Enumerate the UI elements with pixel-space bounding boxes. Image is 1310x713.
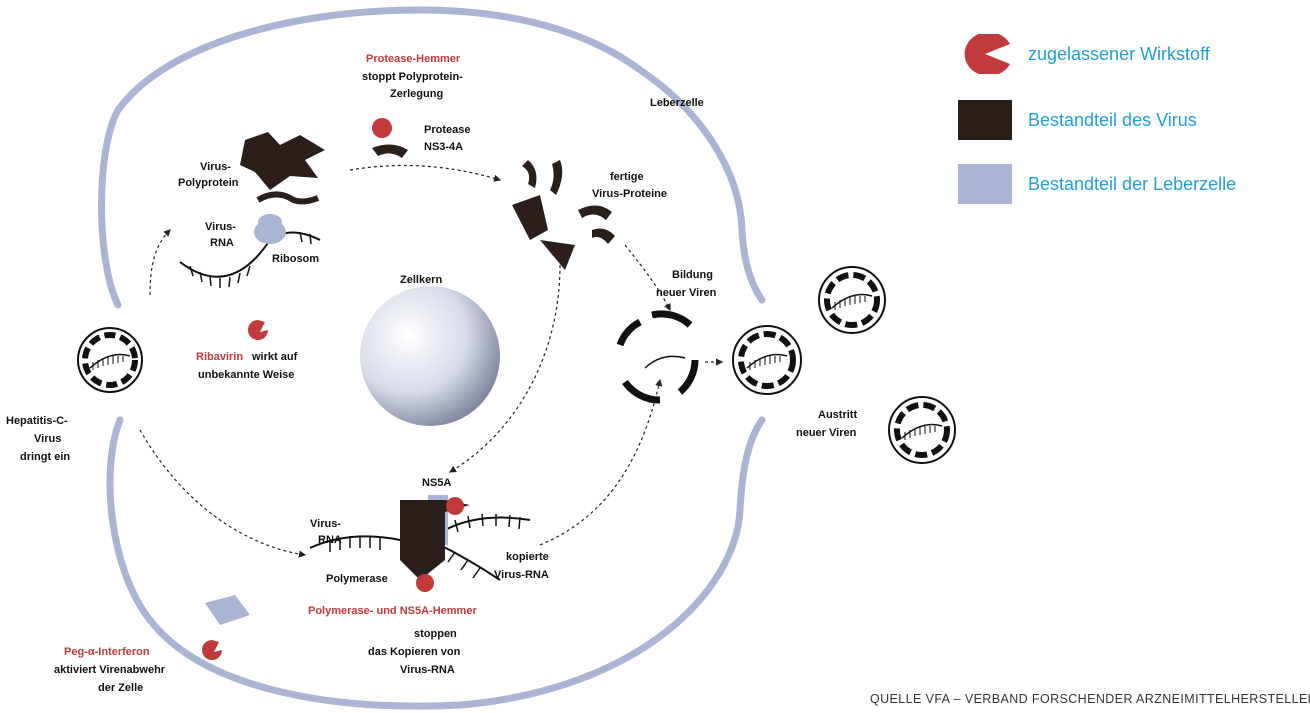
label-virus-polyprotein-2: Polyprotein bbox=[178, 177, 239, 189]
label-virus-polyprotein-1: Virus- bbox=[200, 161, 231, 173]
label-peg-desc-2: der Zelle bbox=[98, 682, 143, 694]
protease-ns3-shape bbox=[372, 144, 408, 158]
legend-item-liver: Bestandteil der Leberzelle bbox=[958, 164, 1236, 204]
label-virus-rna-lower-2: RNA bbox=[318, 534, 342, 546]
label-polymerase-desc-2: das Kopieren von bbox=[368, 646, 461, 658]
label-protease-name: NS3-4A bbox=[424, 141, 463, 153]
polymerase-inhibitor-icon bbox=[416, 574, 434, 592]
label-fertige-proteine-2: Virus-Proteine bbox=[592, 188, 667, 200]
cell-membrane bbox=[98, 6, 766, 710]
label-virus-rna-2: RNA bbox=[210, 237, 234, 249]
label-polymerase-desc-1: stoppen bbox=[414, 628, 457, 640]
label-leberzelle: Leberzelle bbox=[650, 97, 704, 109]
legend-item-drug: zugelassener Wirkstoff bbox=[958, 34, 1210, 74]
label-hepatitis-2: Virus bbox=[34, 433, 61, 445]
label-protease: Protease bbox=[424, 124, 470, 136]
label-hepatitis-3: dringt ein bbox=[20, 451, 70, 463]
label-zellkern: Zellkern bbox=[400, 274, 442, 286]
label-peg-desc-1: aktiviert Virenabwehr bbox=[54, 664, 166, 676]
label-polymerase-hemmer: Polymerase- und NS5A-Hemmer bbox=[308, 605, 477, 617]
virus-proteins bbox=[512, 160, 615, 270]
drug-pacman-icon bbox=[964, 34, 1010, 74]
label-protease-hemmer-desc1: stoppt Polyprotein- bbox=[362, 71, 463, 83]
label-bildung-1: Bildung bbox=[672, 269, 713, 281]
virus-released-top bbox=[818, 266, 886, 334]
label-ribosom: Ribosom bbox=[272, 253, 319, 265]
virus-assembling bbox=[616, 310, 699, 404]
legend-label-liver: Bestandteil der Leberzelle bbox=[1028, 173, 1237, 194]
legend-label-virus: Bestandteil des Virus bbox=[1028, 109, 1197, 130]
polymerase-shape bbox=[400, 500, 445, 580]
legend-item-virus: Bestandteil des Virus bbox=[958, 100, 1197, 140]
label-ribavirin: Ribavirin bbox=[196, 351, 243, 363]
virus-square-icon bbox=[958, 100, 1012, 140]
legend-label-drug: zugelassener Wirkstoff bbox=[1028, 43, 1210, 64]
label-bildung-2: neuer Viren bbox=[656, 287, 717, 299]
ribavirin-drug-icon bbox=[248, 320, 268, 340]
virus-entering bbox=[77, 327, 143, 393]
label-polymerase-desc-3: Virus-RNA bbox=[400, 664, 455, 676]
peg-interferon-drug-icon bbox=[202, 640, 222, 660]
membrane-receptor bbox=[205, 595, 250, 625]
liver-square-icon bbox=[958, 164, 1012, 204]
virus-membrane-exit bbox=[732, 325, 802, 395]
label-virus-rna-1: Virus- bbox=[205, 221, 236, 233]
replication-complex bbox=[309, 495, 531, 592]
label-austritt-1: Austritt bbox=[818, 409, 857, 421]
label-austritt-2: neuer Viren bbox=[796, 427, 857, 439]
cycle-arrows bbox=[139, 164, 724, 558]
label-kopierte-1: kopierte bbox=[506, 551, 549, 563]
protease-drug-icon bbox=[372, 118, 392, 138]
label-virus-rna-lower-1: Virus- bbox=[310, 518, 341, 530]
ns5a-inhibitor-icon bbox=[446, 497, 464, 515]
label-protease-hemmer: Protease-Hemmer bbox=[366, 53, 461, 65]
virus-released-bottom bbox=[888, 396, 956, 464]
label-protease-hemmer-desc2: Zerlegung bbox=[390, 88, 443, 100]
ribosome-translation bbox=[179, 118, 408, 288]
cell-nucleus bbox=[360, 286, 500, 426]
label-ns5a: NS5A bbox=[422, 477, 451, 489]
source-credit: QUELLE VFA – VERBAND FORSCHENDER ARZNEIM… bbox=[870, 692, 1310, 706]
label-hepatitis-1: Hepatitis-C- bbox=[6, 415, 68, 427]
label-ribavirin-rest: wirkt auf bbox=[251, 351, 298, 363]
label-ribavirin-desc: unbekannte Weise bbox=[198, 369, 294, 381]
label-polymerase: Polymerase bbox=[326, 573, 388, 585]
virus-polyprotein-shape bbox=[240, 132, 325, 190]
label-kopierte-2: Virus-RNA bbox=[494, 569, 549, 581]
label-fertige-proteine-1: fertige bbox=[610, 171, 644, 183]
label-peg-interferon: Peg-α-Interferon bbox=[64, 646, 150, 658]
